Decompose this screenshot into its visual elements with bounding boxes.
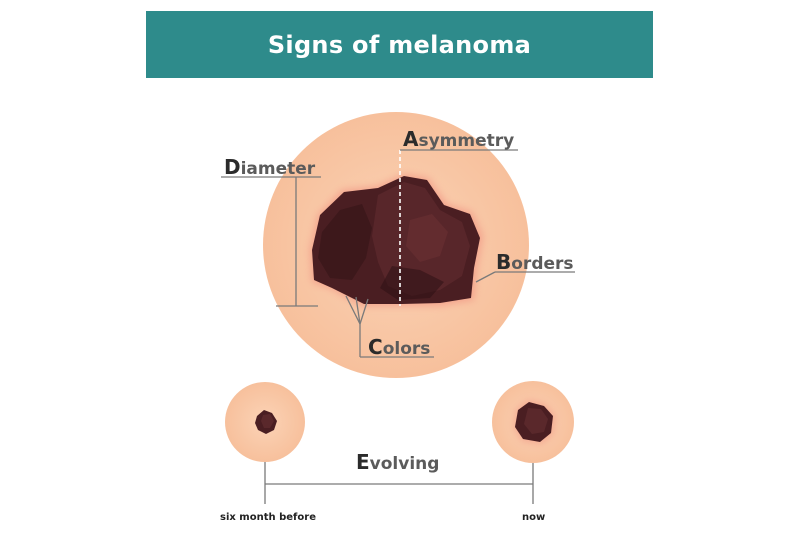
borders-label: Borders [496, 252, 574, 273]
colors-initial: C [368, 335, 383, 359]
now-label: now [522, 512, 546, 523]
borders-rest: orders [511, 254, 574, 274]
evolving-rest: volving [369, 454, 440, 474]
evolving-timeline [264, 462, 534, 504]
page-title: Signs of melanoma [267, 30, 532, 59]
evolving-initial: E [356, 450, 370, 474]
title-banner: Signs of melanoma [146, 11, 653, 78]
main-mole [312, 176, 480, 304]
diameter-rest: iameter [240, 159, 316, 179]
diameter-bracket [221, 176, 321, 307]
before-label: six month before [220, 512, 316, 523]
borders-pointer [475, 271, 575, 283]
colors-label: Colors [368, 337, 430, 358]
evolving-label: Evolving [356, 452, 439, 473]
borders-initial: B [496, 250, 512, 274]
colors-pointer [345, 295, 434, 358]
colors-rest: olors [382, 339, 431, 359]
diameter-initial: D [224, 155, 241, 179]
asymmetry-initial: A [403, 127, 419, 151]
diameter-label: Diameter [224, 157, 315, 178]
asymmetry-label: Asymmetry [403, 129, 514, 150]
asymmetry-rest: symmetry [418, 131, 515, 151]
